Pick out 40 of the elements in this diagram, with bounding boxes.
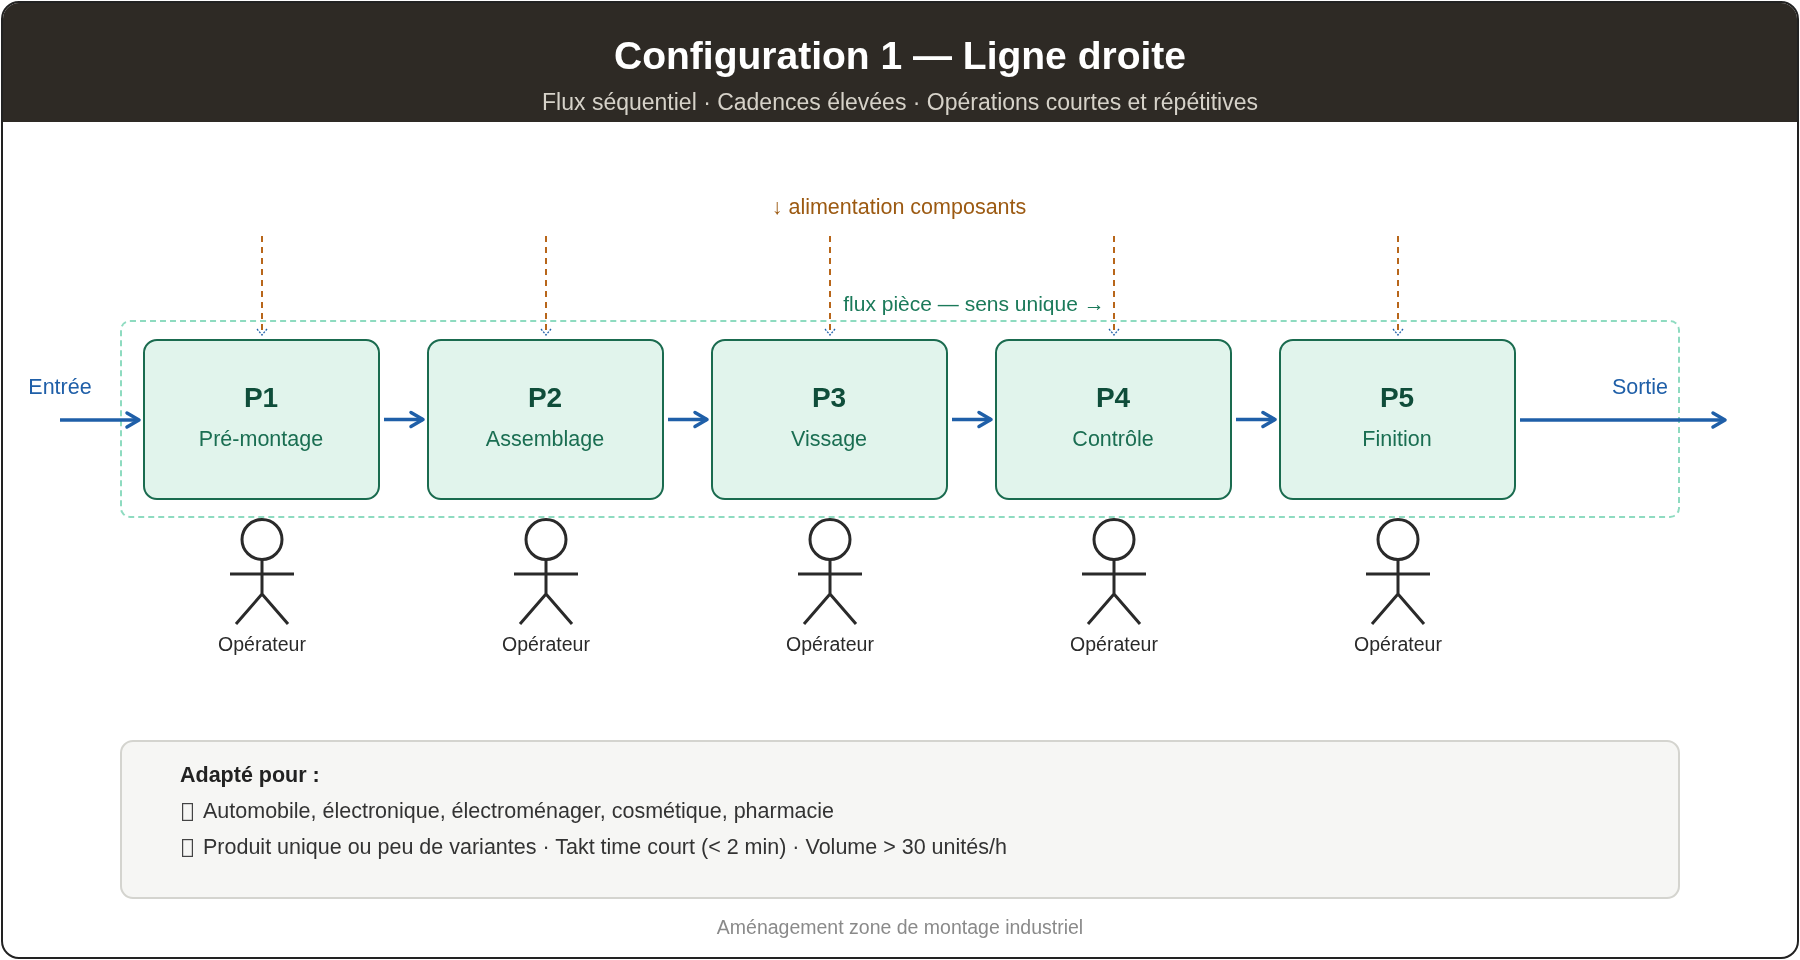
operator-label: Opérateur: [218, 633, 306, 657]
station-code: P5: [1379, 380, 1415, 415]
station-name: Pré-montage: [198, 426, 324, 453]
title: Configuration 1 — Ligne droite: [614, 32, 1186, 79]
station-box: [995, 339, 1232, 500]
caption: Aménagement zone de montage industriel: [716, 916, 1084, 940]
arrow: [1520, 411, 1727, 429]
station-code: P3: [811, 380, 847, 415]
dashed-arrow: [256, 235, 268, 336]
subtitle: Flux séquentiel · Cadences élevées · Opérations courtes et répétitives: [542, 89, 1258, 117]
dashed-arrow: [540, 235, 552, 336]
arrow: [1236, 410, 1277, 429]
station-box: [143, 339, 380, 500]
dashed-arrow: [1392, 235, 1404, 336]
list-item: Automobile, électronique, électroménager, cosmétique, pharmacie: [203, 799, 835, 825]
station-code: P4: [1095, 380, 1131, 415]
operator-label: Opérateur: [1354, 633, 1442, 657]
station-box: [1279, 339, 1516, 500]
station-name: Assemblage: [485, 426, 605, 453]
station-code: P2: [527, 380, 563, 415]
station-name: Finition: [1362, 426, 1432, 453]
station-box: [427, 339, 664, 500]
arrow: [384, 410, 425, 429]
panel-heading: Adapté pour :: [180, 763, 320, 789]
list-item: Produit unique ou peu de variantes · Takt time court (< 2 min) · Volume > 30 unités/h: [203, 835, 1007, 861]
feed-label: ↓ alimentation composants: [771, 195, 1027, 221]
arrow: [668, 410, 709, 429]
band-title: flux pièce — sens unique →: [843, 291, 1105, 317]
dashed-arrow: [824, 235, 836, 336]
arrow: [60, 411, 141, 429]
station-box: [711, 339, 948, 500]
operator-label: Opérateur: [1070, 633, 1158, 657]
arrow: [952, 410, 993, 429]
station-name: Contrôle: [1072, 426, 1154, 453]
station-code: P1: [243, 380, 279, 415]
operator-label: Opérateur: [502, 633, 590, 657]
station-name: Vissage: [790, 426, 868, 453]
info-panel: [120, 740, 1680, 899]
dashed-arrow: [1108, 235, 1120, 336]
operator-label: Opérateur: [786, 633, 874, 657]
